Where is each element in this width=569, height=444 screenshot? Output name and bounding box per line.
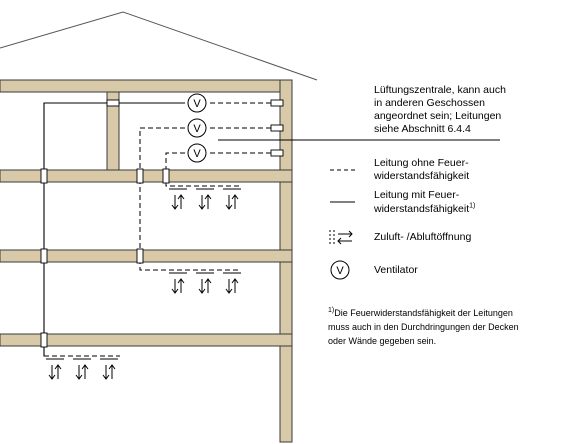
non-fire-resistant-ducts (44, 102, 280, 357)
roof-slab (0, 79, 293, 93)
legend-fan-symbol (330, 260, 350, 280)
supply-arrow (75, 365, 83, 380)
air-openings (46, 188, 241, 380)
exhaust-arrow (177, 278, 185, 293)
slab-floor-2 (0, 249, 293, 263)
legend-dashed-label-2: widerstandsfähigkeit (374, 170, 470, 182)
legend-footnote-mark: 1) (469, 202, 476, 210)
legend-symbols (329, 169, 355, 280)
legend-solid-label-1: Leitung mit Feuer- (374, 189, 460, 201)
fan-symbols (187, 93, 207, 163)
footnote-line-2: muss auch in den Durchdringungen der Dec… (328, 322, 519, 332)
supply-arrow (225, 195, 233, 210)
exhaust-arrow (108, 364, 116, 379)
supply-arrow (171, 279, 179, 294)
fan-1 (187, 93, 207, 113)
footnote-line-3: oder Wände gegeben sein. (328, 336, 437, 346)
slab-floor-3 (0, 169, 293, 183)
legend-fan-symbol-label: V (336, 265, 344, 277)
callout-line-3: angeordnet sein; Leitungen (374, 110, 502, 122)
fan-3-label: V (193, 148, 201, 160)
exhaust-arrow (231, 194, 239, 209)
supply-arrow (225, 279, 233, 294)
legend-dashed-label-1: Leitung ohne Feuer- (374, 157, 469, 169)
fan-3 (187, 143, 207, 163)
roof (0, 11, 318, 81)
exhaust-arrow (231, 278, 239, 293)
supply-arrow (171, 195, 179, 210)
supply-arrow (102, 365, 110, 380)
exhaust-arrow (81, 364, 89, 379)
exhaust-arrow (177, 194, 185, 209)
fan-2-label: V (193, 123, 201, 135)
callout-line-4: siehe Abschnitt 6.4.4 (374, 123, 471, 135)
legend-solid-label-2: widerstandsfähigkeit1) (374, 202, 476, 216)
supply-arrow (198, 279, 206, 294)
footnote-mark: 1) (328, 307, 335, 314)
exhaust-arrow (54, 364, 62, 379)
supply-arrow (198, 195, 206, 210)
legend-opening-symbol (329, 230, 353, 245)
building-structure (0, 79, 293, 443)
callout-line-2: in anderen Geschossen (374, 97, 485, 109)
fan-1-label: V (193, 98, 201, 110)
legend-fan-label: Ventilator (374, 264, 418, 276)
penetration-markers (40, 99, 284, 348)
supply-arrow (48, 365, 56, 380)
fan-2 (187, 118, 207, 138)
exhaust-arrow (204, 194, 212, 209)
exhaust-arrow (204, 278, 212, 293)
footnote-line-1: 1)Die Feuerwiderstandsfähigkeit der Leit… (328, 307, 513, 318)
legend-opening-label: Zuluft- /Abluftöffnung (374, 231, 472, 243)
callout-line-1: Lüftungszentrale, kann auch (374, 84, 506, 96)
slab-floor-1 (0, 333, 293, 347)
